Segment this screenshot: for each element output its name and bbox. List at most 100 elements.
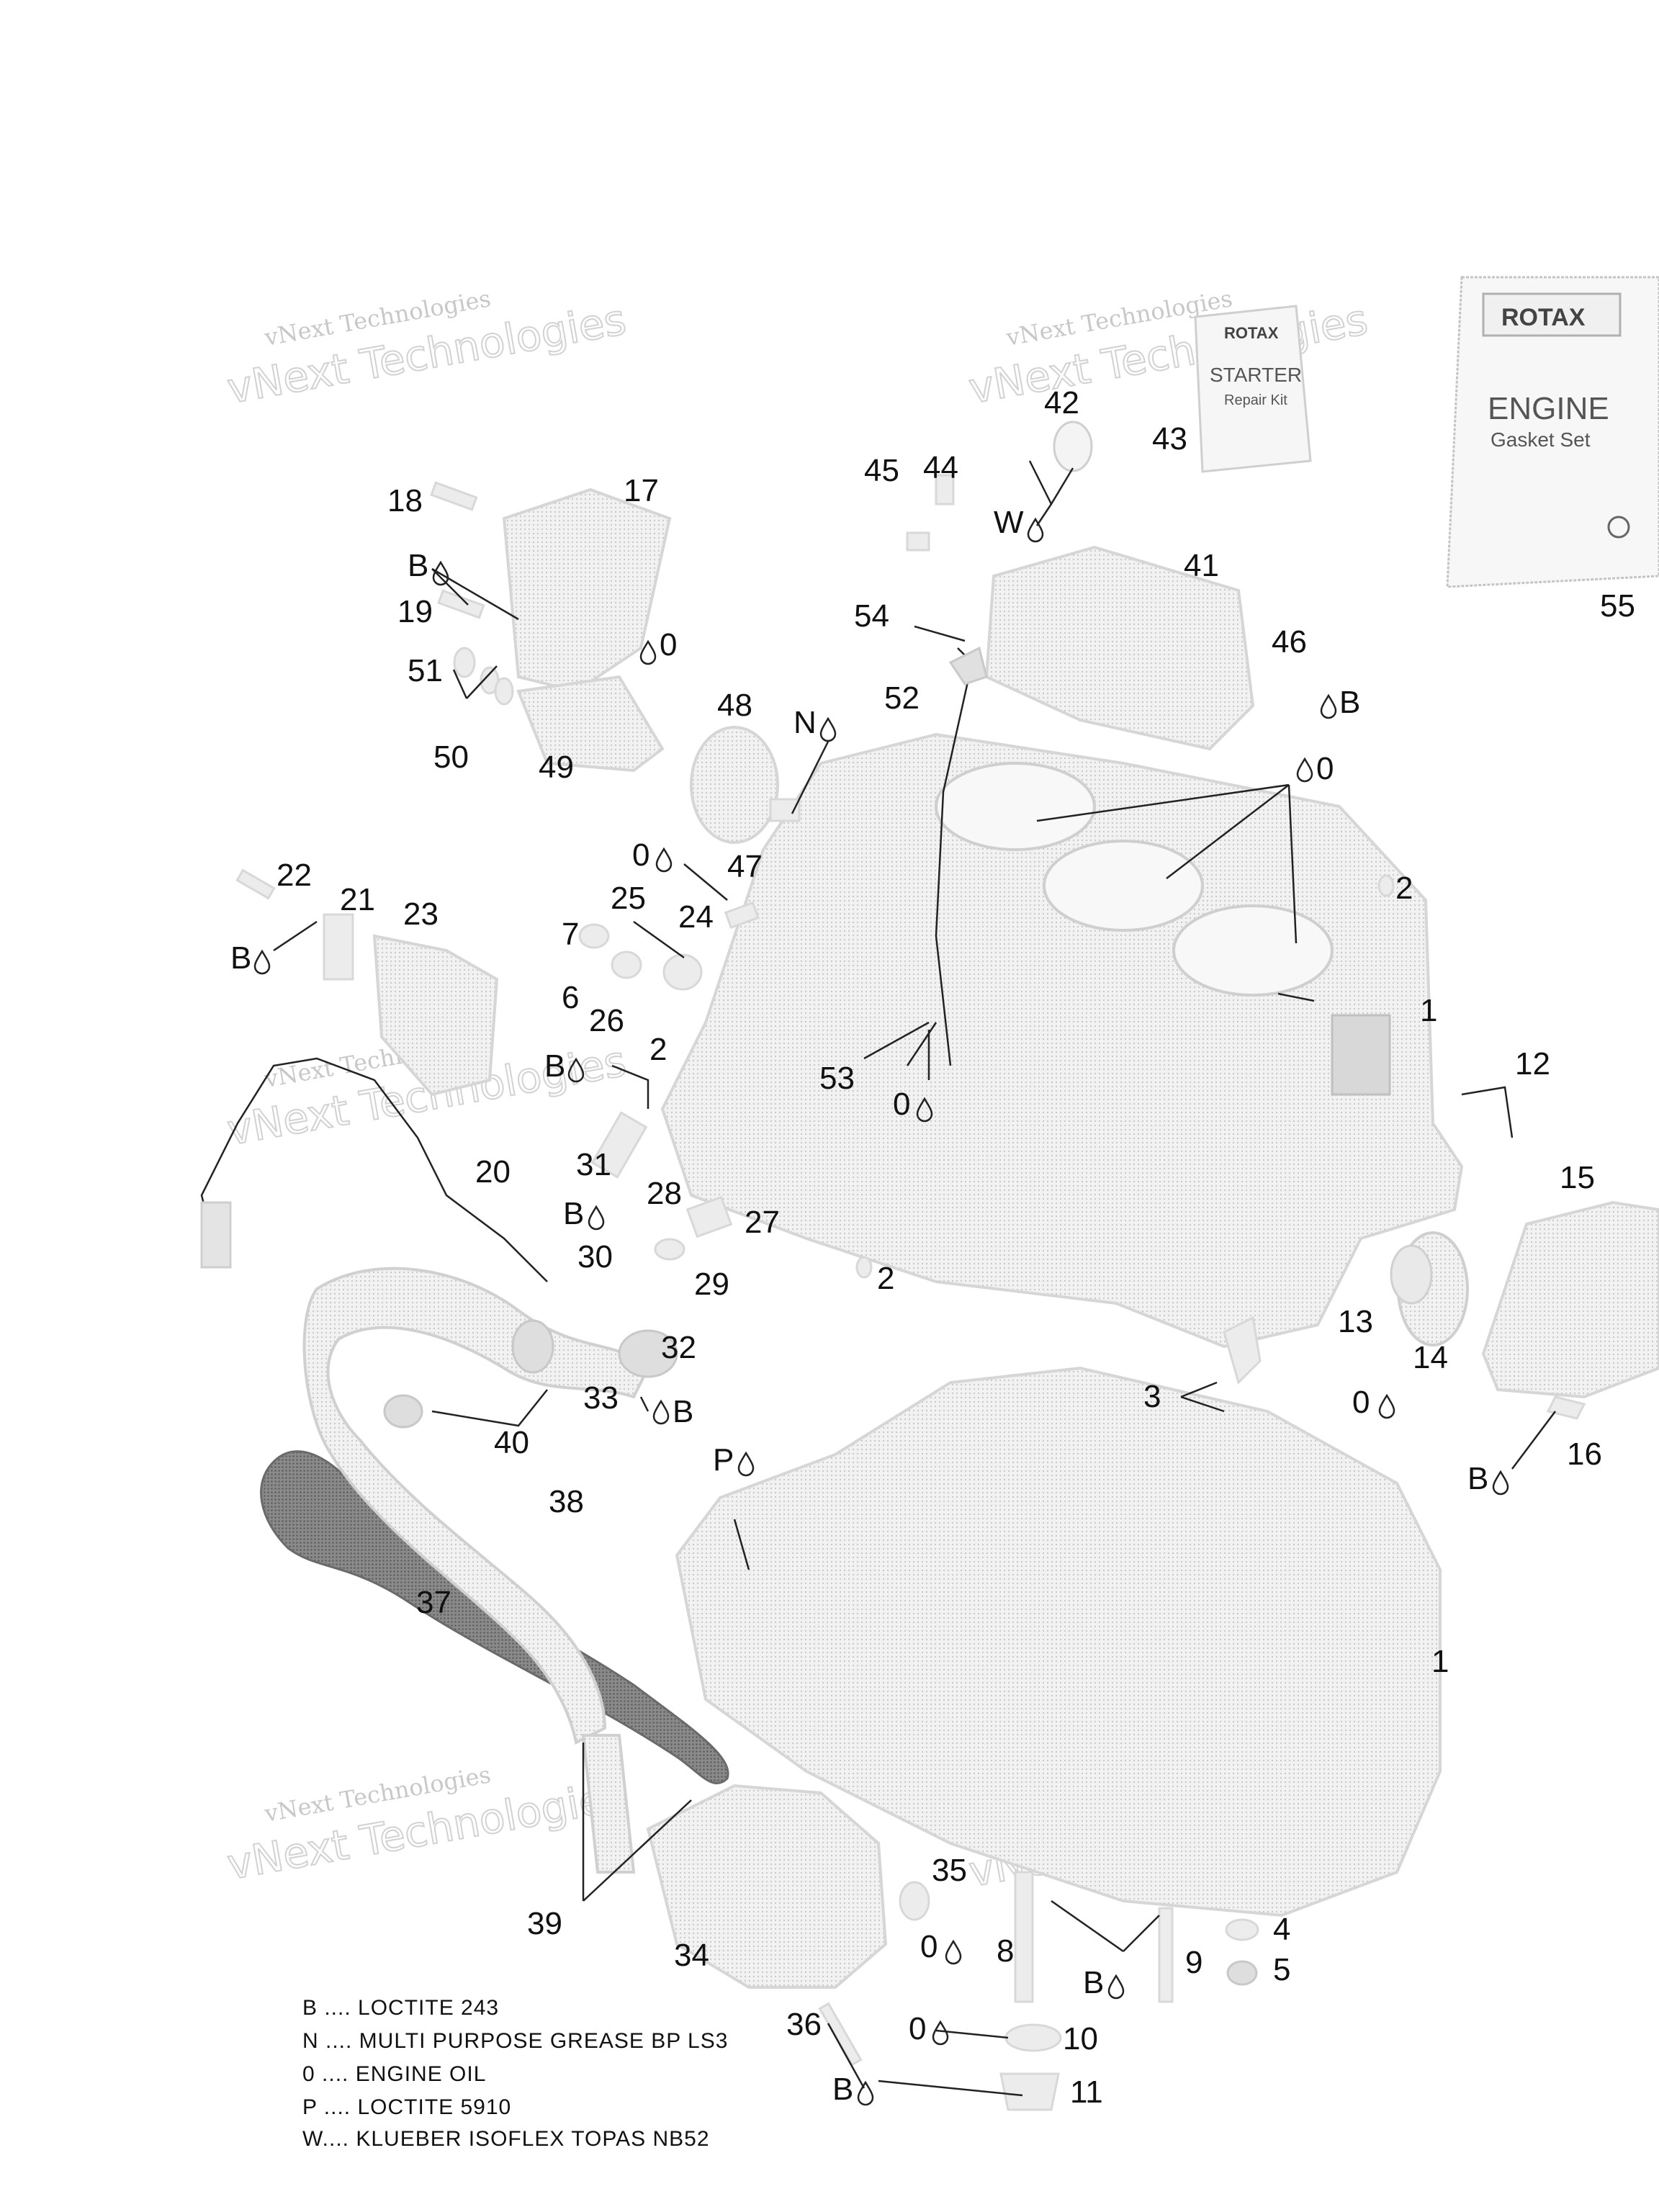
lube-marker-b18: B [408, 548, 449, 586]
svg-text:ROTAX: ROTAX [1501, 304, 1586, 331]
lube-marker-b8: B [1083, 1965, 1125, 2000]
svg-text:B: B [230, 940, 251, 976]
svg-text:ROTAX: ROTAX [1224, 324, 1279, 342]
legend-line: W.... KLUEBER ISOFLEX TOPAS NB52 [302, 2127, 710, 2151]
svg-text:B: B [1467, 1461, 1488, 1496]
dipstick-tube-part [935, 646, 988, 1066]
callout-33: 33 [583, 1380, 619, 1416]
callout-24: 24 [678, 899, 714, 935]
svg-text:ENGINE: ENGINE [1488, 391, 1609, 426]
callout-40: 40 [494, 1425, 529, 1460]
bracket-part [372, 934, 499, 1097]
callout-36: 36 [786, 2007, 822, 2042]
svg-text:B: B [544, 1048, 565, 1084]
callout-20: 20 [475, 1154, 511, 1190]
callout-52: 52 [884, 680, 920, 716]
lube-marker-o53: 0 [893, 1087, 933, 1123]
callout-48: 48 [717, 688, 752, 723]
callout-27: 27 [745, 1205, 780, 1240]
lube-marker-b46: B [1320, 685, 1360, 720]
lube-marker-b33: B [652, 1394, 693, 1429]
callout-30: 30 [577, 1239, 613, 1274]
callout-37: 37 [416, 1585, 451, 1620]
svg-text:N: N [793, 705, 817, 740]
callout-42: 42 [1044, 385, 1079, 421]
lube-marker-o10: 0 [909, 2011, 949, 2046]
lubricant-legend: B .... LOCTITE 243 N .... MULTI PURPOSE … [302, 1996, 728, 2151]
callout-31: 31 [576, 1147, 611, 1182]
cover-part [1481, 1200, 1659, 1399]
callout-12: 12 [1515, 1046, 1550, 1082]
watermark-top-right: vNext Technologies vNext Technologies [965, 284, 1372, 414]
callout-46: 46 [1272, 624, 1307, 660]
starter-motor-part [984, 421, 1255, 751]
legend-line: P .... LOCTITE 5910 [302, 2095, 511, 2119]
sensor-wire-part [200, 1057, 548, 1282]
callout-3: 3 [1143, 1379, 1161, 1414]
lube-marker-b16: B [1467, 1461, 1509, 1496]
callout-49: 49 [539, 750, 574, 785]
engine-gasket-set-box: ROTAX ENGINE Gasket Set [1446, 276, 1659, 588]
svg-text:0: 0 [1352, 1385, 1370, 1420]
callout-41: 41 [1184, 548, 1219, 583]
callout-7: 7 [562, 917, 579, 952]
impeller-part [690, 726, 779, 844]
callout-45: 45 [864, 453, 899, 488]
upper-crankcase-part [660, 732, 1464, 1349]
lubricant-markers: W B 0 B N 0 0 B B 0 B B 0 P B 0 B 0 B [230, 505, 1509, 2107]
lube-marker-p: P [713, 1442, 755, 1478]
lube-marker-b30: B [563, 1196, 605, 1231]
callout-23: 23 [403, 896, 439, 932]
svg-text:B: B [1083, 1965, 1104, 2000]
starter-kit-box: ROTAX STARTER Repair Kit [1194, 305, 1312, 473]
callout-13: 13 [1338, 1304, 1373, 1339]
svg-text:B: B [563, 1196, 584, 1231]
oil-hose-light-part [302, 1267, 650, 1745]
svg-text:B: B [408, 548, 428, 583]
oil-pipe-part [581, 1734, 636, 1874]
callout-2: 2 [649, 1032, 667, 1067]
callout-1: 1 [1431, 1644, 1449, 1679]
callout-8: 8 [997, 1933, 1014, 1969]
callout-22: 22 [276, 858, 312, 893]
lube-marker-w42: W [994, 505, 1044, 543]
svg-text:W: W [994, 505, 1024, 540]
callout-53: 53 [819, 1061, 855, 1096]
water-pump-housing-part [502, 487, 672, 773]
callout-16: 16 [1567, 1437, 1602, 1472]
lube-marker-n47: N [793, 705, 837, 742]
callout-1: 1 [1420, 993, 1437, 1028]
starter-bushing-part [1053, 421, 1093, 472]
svg-text:B: B [1339, 685, 1360, 720]
lube-marker-b11: B [832, 2072, 874, 2107]
callout-21: 21 [340, 882, 375, 917]
callout-2: 2 [877, 1261, 894, 1296]
callout-44: 44 [923, 450, 958, 485]
callout-6: 6 [562, 980, 579, 1015]
callout-55: 55 [1600, 588, 1635, 624]
callout-54: 54 [854, 598, 889, 634]
svg-text:B: B [673, 1394, 693, 1429]
svg-text:0: 0 [909, 2011, 926, 2046]
callout-17: 17 [624, 473, 659, 508]
watermark-bottom-left: vNext Technologies vNext Technologies [223, 1761, 631, 1890]
svg-text:P: P [713, 1442, 734, 1478]
callout-29: 29 [694, 1267, 729, 1302]
watermark-top-left: vNext Technologies vNext Technologies [223, 284, 631, 414]
callout-4: 4 [1273, 1912, 1290, 1947]
callout-35: 35 [932, 1853, 967, 1888]
callout-47: 47 [727, 849, 763, 884]
lower-crankcase-part [675, 1366, 1442, 1917]
callout-10: 10 [1063, 2021, 1098, 2056]
svg-text:0: 0 [920, 1929, 938, 1964]
lube-marker-o1: 0 [1296, 751, 1334, 786]
callout-25: 25 [611, 881, 646, 916]
callout-39: 39 [527, 1906, 562, 1941]
callout-15: 15 [1560, 1160, 1595, 1195]
lube-marker-o24: 0 [632, 837, 673, 873]
legend-line: N .... MULTI PURPOSE GREASE BP LS3 [302, 2029, 728, 2053]
lube-marker-b31: B [544, 1048, 585, 1084]
callout-5: 5 [1273, 1952, 1290, 1987]
callout-50: 50 [433, 739, 469, 775]
